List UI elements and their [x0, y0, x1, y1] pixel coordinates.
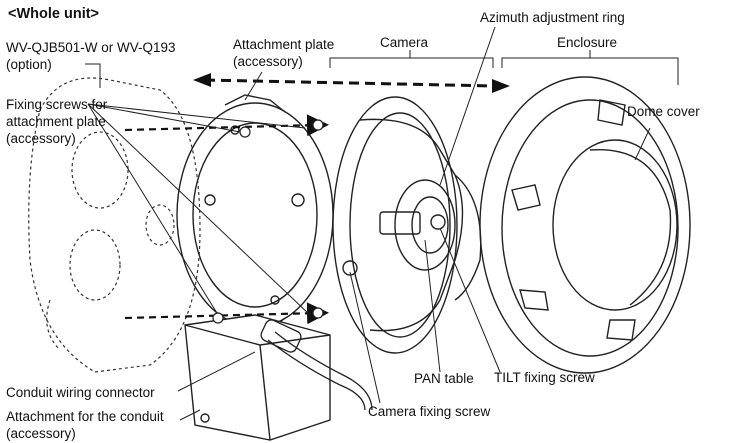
fitting-arrow [204, 78, 496, 88]
label-conduit-attachment-line2: (accessory) [6, 426, 76, 441]
leader-lines [85, 26, 651, 421]
conduit-cable [260, 319, 373, 411]
fixing-screws [212, 119, 324, 324]
attachment-plate [176, 94, 334, 336]
mount-box [28, 77, 201, 373]
label-fixing-screws-line2: attachment plate [6, 114, 106, 129]
label-fixing-screws-line3: (accessory) [6, 131, 76, 146]
label-pan-table: PAN table [414, 371, 474, 386]
label-tilt-screw: TILT fixing screw [494, 370, 595, 385]
arrowhead-left [193, 73, 211, 87]
label-attachment-plate-line2: (accessory) [233, 54, 303, 69]
diagram-title: <Whole unit> [8, 6, 100, 22]
label-brackets [329, 50, 679, 85]
label-camera: Camera [380, 35, 429, 50]
label-mount-box-line2: (option) [6, 57, 52, 72]
alignment-lines [124, 114, 329, 325]
camera-body [332, 96, 482, 354]
dome-cover [552, 139, 678, 311]
enclosure [479, 76, 691, 374]
label-attachment-plate-line1: Attachment plate [233, 37, 335, 52]
label-fixing-screws-line1: Fixing screws for [6, 97, 108, 112]
label-enclosure: Enclosure [557, 35, 618, 50]
label-conduit-connector: Conduit wiring connector [6, 385, 155, 400]
label-mount-box-line1: WV-QJB501-W or WV-Q193 [6, 40, 176, 55]
conduit-attachment [184, 314, 331, 441]
label-azimuth-ring: Azimuth adjustment ring [480, 10, 625, 25]
label-conduit-attachment-line1: Attachment for the conduit [6, 409, 164, 424]
arrowhead-right [492, 79, 510, 93]
label-camera-fixing-screw: Camera fixing screw [368, 404, 491, 419]
label-dome-cover: Dome cover [627, 104, 700, 119]
